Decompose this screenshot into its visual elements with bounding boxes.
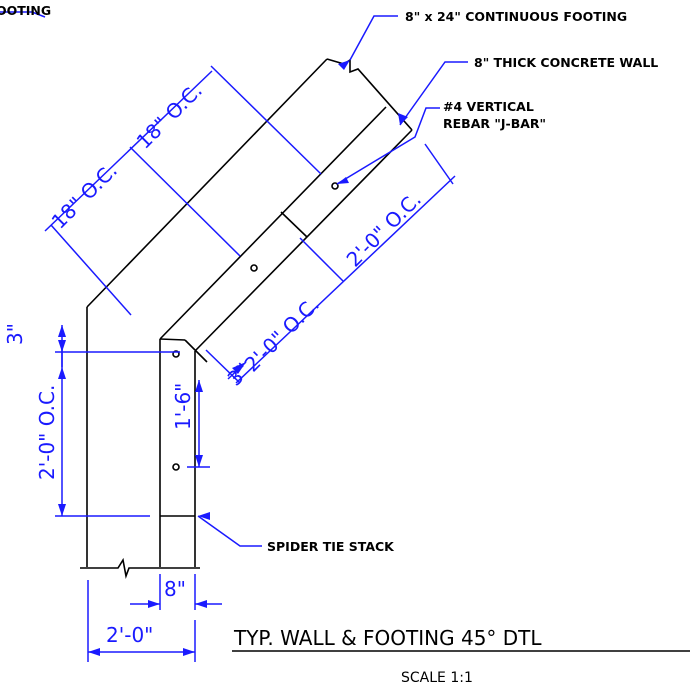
dim-2ft-oc-vertical: 2'-0" O.C. (35, 385, 59, 480)
rebar-label-line2: REBAR "J-BAR" (443, 116, 546, 131)
continuous-footing-label: 8" x 24" CONTINUOUS FOOTING (405, 9, 627, 24)
leader-lines (0, 11, 468, 547)
dim-3in-vertical: 3" (3, 323, 27, 345)
detail-title: TYP. WALL & FOOTING 45° DTL (233, 626, 542, 650)
footing-cut-label: OOTING (0, 3, 51, 18)
concrete-wall-label: 8" THICK CONCRETE WALL (474, 55, 658, 70)
dim-2ft-oc-lower: 2'-0" O.C. (240, 292, 324, 376)
detail-scale: SCALE 1:1 (401, 670, 473, 685)
rebar-dot (172, 350, 180, 358)
dim-wall-width: 8" (164, 577, 186, 601)
rebar-dot (172, 463, 180, 471)
arrowheads (58, 60, 408, 656)
dim-footing-width: 2'-0" (106, 623, 153, 647)
rebar-label-line1: #4 VERTICAL (443, 99, 534, 114)
rebar-dot (250, 264, 258, 272)
spider-tie-label: SPIDER TIE STACK (267, 539, 395, 554)
footing-and-wall-outline (80, 58, 413, 579)
dim-2ft-oc-upper: 2'-0" O.C. (342, 187, 426, 271)
rebar-dot (331, 182, 339, 190)
rebar-dots (172, 182, 339, 471)
dim-18oc-lower: 18" O.C. (47, 158, 122, 233)
dim-1ft6: 1'-6" (171, 383, 195, 430)
dim-18oc-upper: 18" O.C. (132, 78, 207, 153)
